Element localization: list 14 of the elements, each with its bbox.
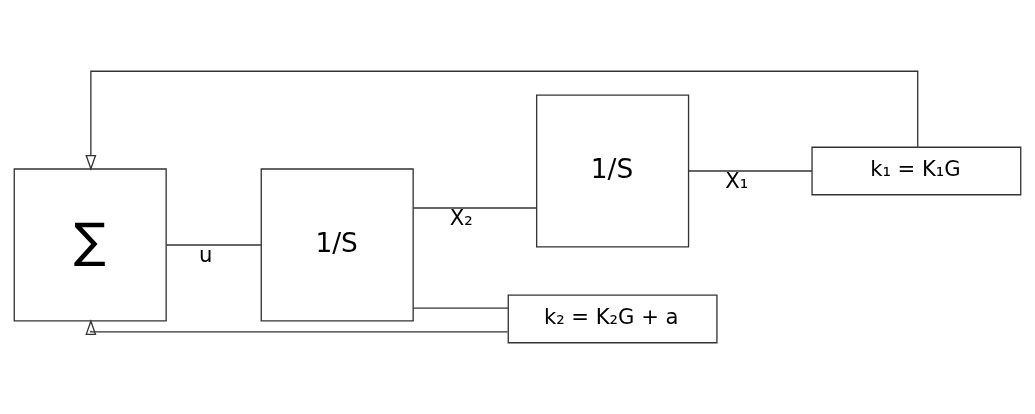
connector bbox=[165, 244, 262, 246]
connector bbox=[412, 207, 538, 209]
edge-label: u bbox=[199, 241, 213, 267]
node-box: 1/S bbox=[260, 168, 414, 322]
node-box: k₁ = K₁G bbox=[811, 146, 1022, 196]
arrow bbox=[85, 319, 509, 336]
node-box: k₂ = K₂G + a bbox=[507, 294, 718, 344]
arrow bbox=[85, 70, 919, 171]
node-box: ∑ bbox=[13, 168, 167, 322]
connector bbox=[412, 307, 509, 309]
connector bbox=[688, 170, 813, 172]
node-box: 1/S bbox=[536, 94, 690, 248]
edge-label: X₂ bbox=[449, 204, 473, 230]
edge-label: X₁ bbox=[725, 167, 749, 193]
